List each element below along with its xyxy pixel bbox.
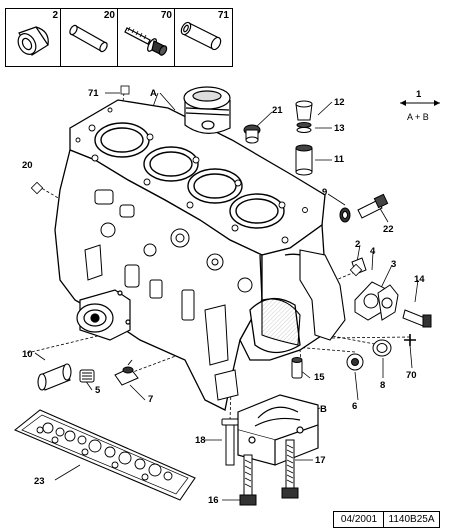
legend-item-20: 20: [60, 8, 119, 67]
legend-item-71: 71: [174, 8, 233, 67]
legend-marker-2: [349, 263, 363, 277]
callout-12: 12: [334, 97, 345, 108]
callout-21: 21: [272, 105, 283, 116]
callout-13: 13: [334, 123, 345, 134]
callout-4: 4: [370, 246, 376, 257]
callout-9: 9: [322, 187, 327, 198]
callout-2-right: 2: [355, 239, 360, 250]
callout-22: 22: [383, 224, 394, 235]
piston-a: [183, 86, 231, 134]
callout-23: 23: [34, 476, 45, 487]
callout-17: 17: [315, 455, 326, 466]
callout-70-right: 70: [406, 370, 417, 381]
gasket-set-23: [13, 409, 196, 501]
oil-filter-mount: [76, 289, 131, 341]
part-5-plug: [79, 369, 95, 383]
legend-item-2: 2: [5, 8, 62, 67]
legend-marker-71: [120, 85, 130, 95]
callout-18: 18: [195, 435, 206, 446]
orientation-number: 1: [416, 89, 422, 100]
legend-ref-71: 71: [217, 10, 229, 21]
callout-16: 16: [208, 495, 219, 506]
part-10-plug: [37, 363, 72, 391]
callout-15: 15: [314, 372, 325, 383]
footer-date: 04/2001: [333, 511, 385, 528]
orientation-key: 1 A + B: [400, 89, 440, 122]
bolts-16-17-18: [221, 418, 299, 506]
callout-7: 7: [148, 394, 153, 405]
callout-20-left: 20: [22, 160, 33, 171]
callout-10: 10: [22, 349, 33, 360]
part-7-sensor: [114, 359, 139, 386]
parts-6-8-15: [291, 339, 392, 379]
legend-ref-2: 2: [52, 10, 58, 21]
legend-ref-70: 70: [160, 10, 172, 21]
sensor-9-22: [339, 193, 389, 223]
legend-ref-20: 20: [103, 10, 115, 21]
bolt-with-washer-icon: [124, 26, 168, 56]
callout-71-top: 71: [88, 88, 99, 99]
callout-6: 6: [352, 401, 357, 412]
orientation-label: A + B: [407, 112, 429, 122]
callout-a: A: [150, 88, 157, 99]
callout-3: 3: [391, 259, 396, 270]
cap-dowel-icon: [17, 26, 49, 56]
callout-b: B: [320, 404, 327, 415]
cylinder-bores: [94, 122, 285, 229]
sensor-sleeve-11-12-13: [295, 100, 313, 176]
callout-5: 5: [95, 385, 101, 396]
dowel-pin-icon: [69, 24, 108, 53]
callout-14: 14: [414, 274, 425, 285]
footer-reference: 1140B25A: [383, 511, 440, 528]
callout-11: 11: [334, 154, 345, 165]
crank-end-flange: [261, 249, 346, 346]
legend-marker-20: [30, 181, 44, 195]
callout-8: 8: [380, 380, 385, 391]
hollow-dowel-icon: [180, 21, 222, 51]
right-side-parts: [351, 257, 432, 346]
legend-item-70: 70: [117, 8, 176, 67]
plug-21: [243, 124, 261, 144]
deck-bolt-holes: [75, 107, 308, 244]
block-side-details: [84, 189, 253, 401]
